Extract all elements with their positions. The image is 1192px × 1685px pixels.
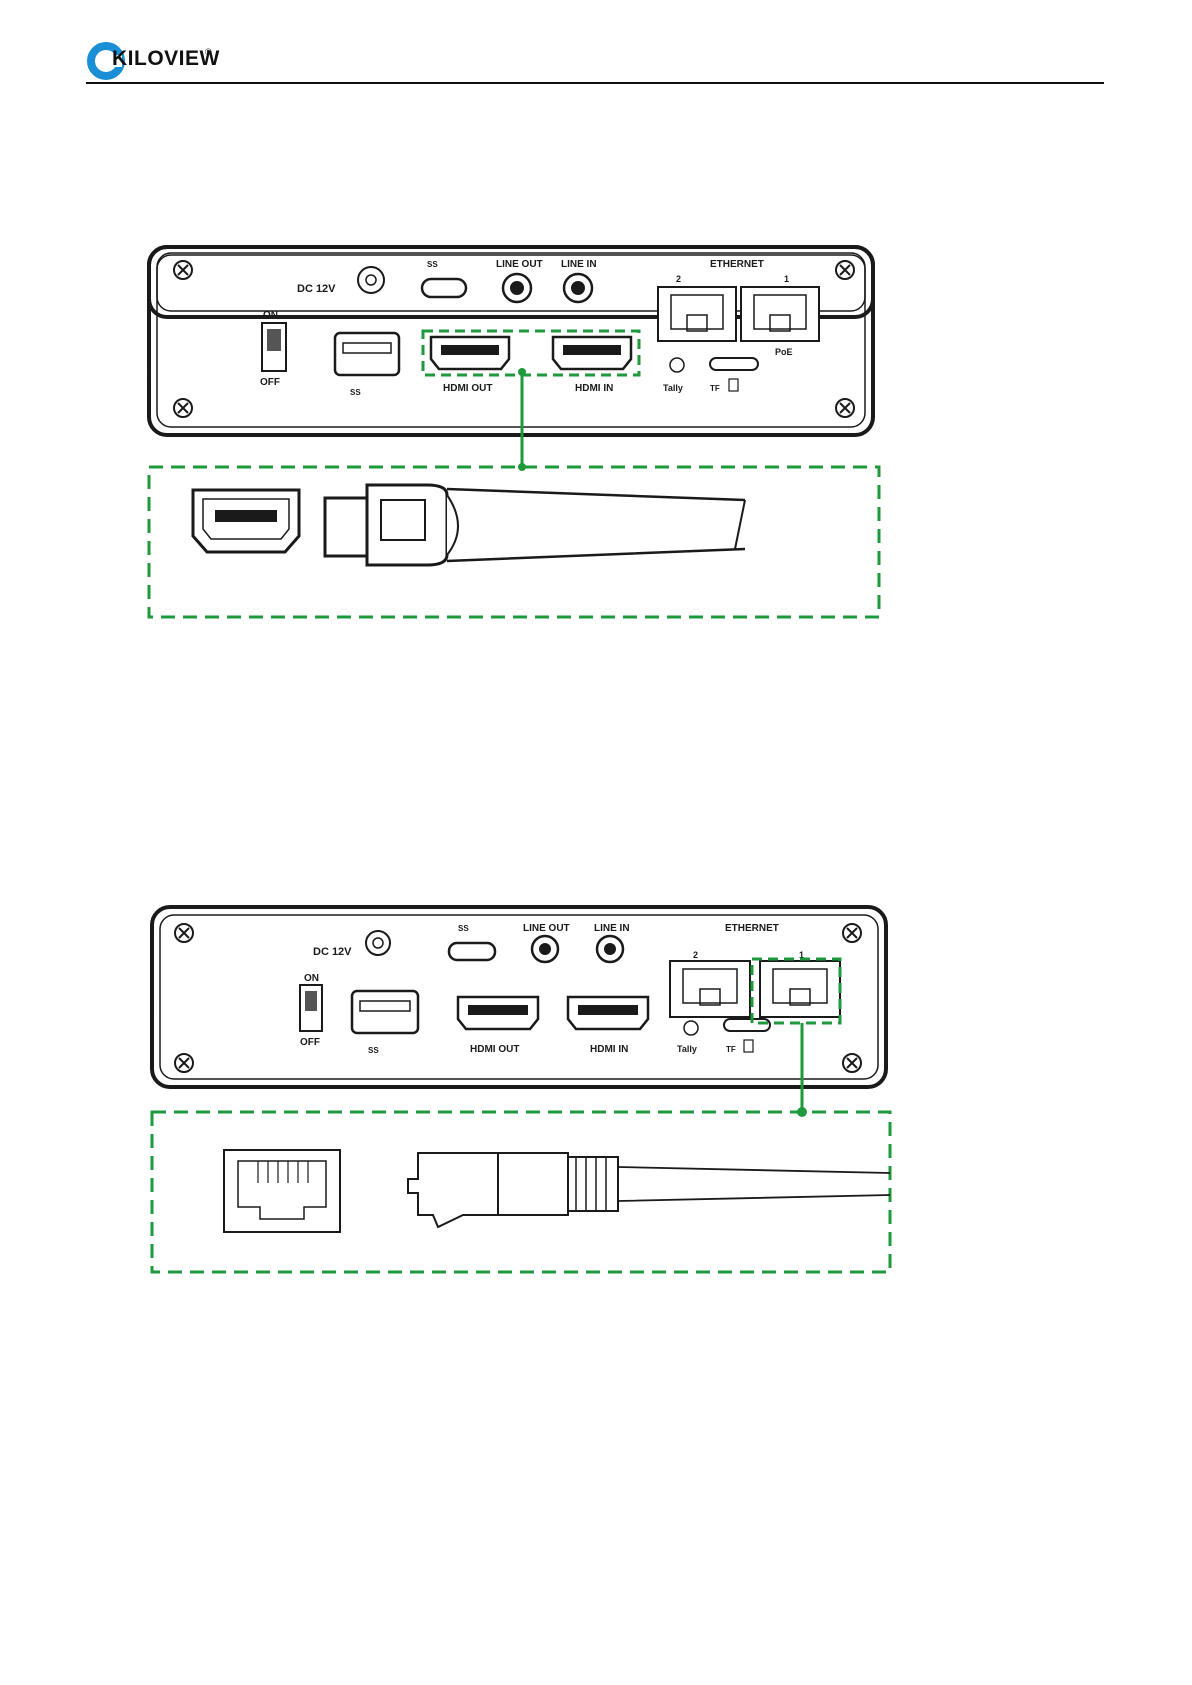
rj45-cable-icon <box>408 1153 890 1227</box>
tf-label: TF <box>726 1045 736 1054</box>
usb-c-label: SS <box>458 924 469 933</box>
usb-a-port-icon <box>352 991 418 1033</box>
tf-slot-icon <box>724 1019 770 1031</box>
tally-led-icon <box>684 1021 698 1035</box>
hdmi-in-label: HDMI IN <box>590 1044 628 1055</box>
usb-c-port-icon <box>449 943 495 960</box>
tf-label: TF <box>710 384 720 393</box>
usb-a-label: SS <box>368 1046 379 1055</box>
tally-label: Tally <box>663 383 683 393</box>
hdmi-diagram: DC 12V ON OFF SS SS LINE OUT LINE IN ETH… <box>145 245 885 650</box>
line-in-label: LINE IN <box>561 259 597 270</box>
dc-label: DC 12V <box>313 946 352 958</box>
usb-a-port-icon <box>335 333 399 375</box>
ethernet-label: ETHERNET <box>725 923 779 934</box>
usb-c-port-icon <box>422 279 466 297</box>
on-label: ON <box>263 310 278 321</box>
on-label: ON <box>304 973 319 984</box>
port2-label: 2 <box>676 274 681 284</box>
header-rule <box>86 82 1104 84</box>
poe-label: PoE <box>775 347 793 357</box>
ethernet-diagram: DC 12V ON OFF SS SS LINE OUT LINE IN ETH… <box>148 905 898 1290</box>
line-in-label: LINE IN <box>594 923 630 934</box>
ethernet-connection-figure: DC 12V ON OFF SS SS LINE OUT LINE IN ETH… <box>148 905 898 1295</box>
usb-a-label: SS <box>350 388 361 397</box>
brand-name: KILOVIEW <box>112 47 220 71</box>
page-header: KILOVIEW ® <box>0 0 1192 90</box>
dc-label: DC 12V <box>297 283 336 295</box>
rj45-port-large-icon <box>224 1150 340 1232</box>
hdmi-connection-figure: DC 12V ON OFF SS SS LINE OUT LINE IN ETH… <box>145 245 885 655</box>
port1-label: 1 <box>784 274 789 284</box>
tally-label: Tally <box>677 1044 697 1054</box>
dc-jack-icon <box>366 931 390 955</box>
usb-c-label: SS <box>427 260 438 269</box>
line-out-label: LINE OUT <box>496 259 543 270</box>
port2-label: 2 <box>693 950 698 960</box>
hdmi-out-label: HDMI OUT <box>470 1044 519 1055</box>
tally-led-icon <box>670 358 684 372</box>
hdmi-cable-icon <box>325 485 745 565</box>
ethernet-label: ETHERNET <box>710 259 764 270</box>
off-label: OFF <box>260 377 280 388</box>
tf-slot-icon <box>710 358 758 370</box>
off-label: OFF <box>300 1037 320 1048</box>
dc-jack-icon <box>358 267 384 293</box>
hdmi-out-label: HDMI OUT <box>443 383 492 394</box>
brand-reg-mark: ® <box>205 47 212 57</box>
hdmi-in-label: HDMI IN <box>575 383 613 394</box>
line-out-label: LINE OUT <box>523 923 570 934</box>
